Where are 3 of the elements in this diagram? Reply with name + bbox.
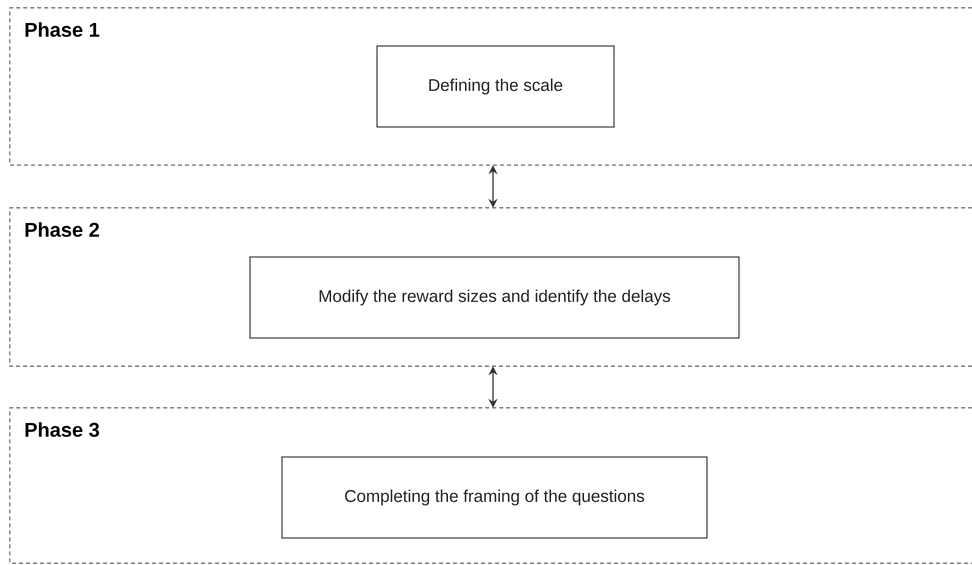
process-box: Completing the framing of the questions [282,456,708,538]
process-box: Modify the reward sizes and identify the delays [250,256,740,338]
process-box: Defining the scale [376,46,614,128]
